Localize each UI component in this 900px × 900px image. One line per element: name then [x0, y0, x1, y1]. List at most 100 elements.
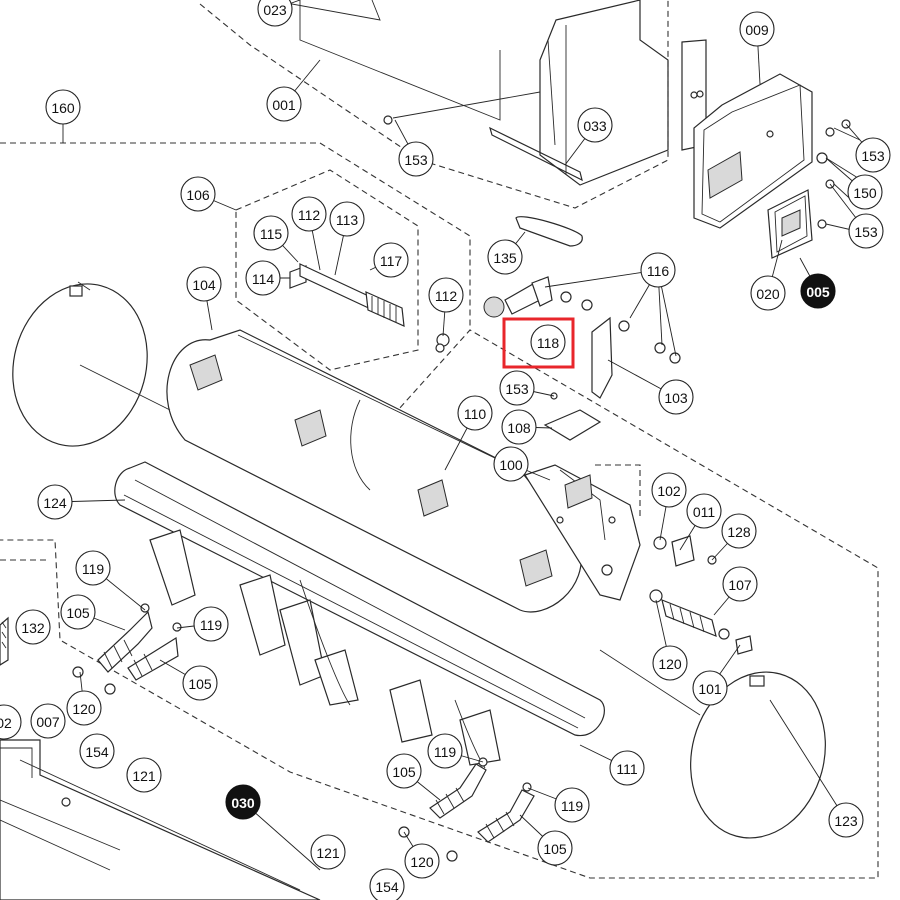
callout-circle	[404, 843, 440, 879]
callout-number: 153	[854, 224, 878, 240]
callout-number: 120	[410, 854, 434, 870]
callout-120[interactable]: 120	[652, 645, 688, 681]
callout-023[interactable]: 023	[257, 0, 293, 27]
callout-circle	[398, 141, 434, 177]
callout-circle	[537, 830, 573, 866]
callout-number: 123	[834, 813, 858, 829]
callout-105[interactable]: 105	[537, 830, 573, 866]
callout-123[interactable]: 123	[828, 802, 864, 838]
callout-number: 119	[434, 744, 457, 760]
callout-number: 112	[435, 288, 458, 304]
callout-124[interactable]: 124	[37, 484, 73, 520]
callout-circle	[79, 733, 115, 769]
callout-005[interactable]: 005	[800, 273, 836, 309]
callout-001[interactable]: 001	[266, 86, 302, 122]
callout-153[interactable]: 153	[398, 141, 434, 177]
callout-119[interactable]: 119	[193, 606, 229, 642]
callout-number: 001	[272, 97, 296, 113]
callout-number: 112	[298, 207, 321, 223]
callout-160[interactable]: 160	[45, 89, 81, 125]
callout-117[interactable]: 117	[373, 242, 409, 278]
callout-104[interactable]: 104	[186, 266, 222, 302]
callout-153[interactable]: 153	[855, 137, 891, 173]
callout-154[interactable]: 154	[369, 868, 405, 900]
callout-113[interactable]: 113	[329, 201, 365, 237]
callout-number: 105	[543, 841, 567, 857]
callout-100[interactable]: 100	[493, 446, 529, 482]
callout-153[interactable]: 153	[499, 370, 535, 406]
callout-circle	[530, 324, 566, 360]
callout-114[interactable]: 114	[245, 260, 281, 296]
hose-clamp-rings	[12, 281, 826, 839]
callout-number: 009	[745, 22, 769, 38]
callout-112[interactable]: 112	[291, 196, 327, 232]
callout-119[interactable]: 119	[75, 550, 111, 586]
callout-110[interactable]: 110	[457, 395, 493, 431]
callout-108[interactable]: 108	[501, 409, 537, 445]
callout-circle	[245, 260, 281, 296]
callout-number: 154	[375, 879, 399, 895]
callout-circle	[0, 704, 22, 740]
callout-number: 121	[132, 768, 156, 784]
callout-105[interactable]: 105	[386, 753, 422, 789]
callout-number: 120	[658, 656, 682, 672]
callout-103[interactable]: 103	[658, 379, 694, 415]
callout-number: 154	[85, 744, 109, 760]
callout-107[interactable]: 107	[722, 566, 758, 602]
callout-101[interactable]: 101	[692, 670, 728, 706]
callout-circle	[501, 409, 537, 445]
top-panel-part	[269, 0, 669, 186]
center-axis	[79, 364, 701, 716]
callout-153[interactable]: 153	[848, 213, 884, 249]
callout-105[interactable]: 105	[60, 594, 96, 630]
callout-105[interactable]: 105	[182, 665, 218, 701]
callout-02[interactable]: 02	[0, 704, 22, 740]
callout-number: 106	[186, 187, 210, 203]
callout-number: 011	[693, 504, 716, 520]
callout-number: 103	[664, 390, 688, 406]
callout-circle	[499, 370, 535, 406]
callout-number: 150	[853, 185, 877, 201]
callout-number: 153	[404, 152, 428, 168]
callout-circle	[577, 107, 613, 143]
callout-033[interactable]: 033	[577, 107, 613, 143]
callout-007[interactable]: 007	[30, 703, 66, 739]
callout-020[interactable]: 020	[750, 275, 786, 311]
callout-154[interactable]: 154	[79, 733, 115, 769]
callout-circle	[640, 252, 676, 288]
callout-circle	[75, 550, 111, 586]
callout-102[interactable]: 102	[651, 472, 687, 508]
callout-121[interactable]: 121	[310, 834, 346, 870]
callout-112[interactable]: 112	[428, 277, 464, 313]
callout-number: 005	[806, 284, 830, 300]
callout-118[interactable]: 118	[530, 324, 566, 360]
callout-number: 110	[464, 406, 487, 422]
callout-120[interactable]: 120	[66, 690, 102, 726]
callout-circle	[686, 493, 722, 529]
callout-128[interactable]: 128	[721, 513, 757, 549]
callout-132[interactable]: 132	[15, 609, 51, 645]
callout-119[interactable]: 119	[554, 787, 590, 823]
callout-120[interactable]: 120	[404, 843, 440, 879]
callout-number: 101	[698, 681, 722, 697]
callout-030[interactable]: 030	[225, 784, 261, 820]
callout-011[interactable]: 011	[686, 493, 722, 529]
callout-number: 114	[252, 271, 275, 287]
callout-circle	[253, 215, 289, 251]
callout-111[interactable]: 111	[609, 750, 645, 786]
callout-150[interactable]: 150	[847, 174, 883, 210]
callout-106[interactable]: 106	[180, 176, 216, 212]
callout-115[interactable]: 115	[253, 215, 289, 251]
callout-number: 160	[51, 100, 75, 116]
highlight-box-118	[502, 317, 575, 369]
callout-119[interactable]: 119	[427, 733, 463, 769]
callout-circle	[310, 834, 346, 870]
callout-009[interactable]: 009	[739, 11, 775, 47]
callout-number: 116	[647, 263, 670, 279]
callout-135[interactable]: 135	[487, 239, 523, 275]
callout-116[interactable]: 116	[640, 252, 676, 288]
callout-circle	[30, 703, 66, 739]
callout-121[interactable]: 121	[126, 757, 162, 793]
